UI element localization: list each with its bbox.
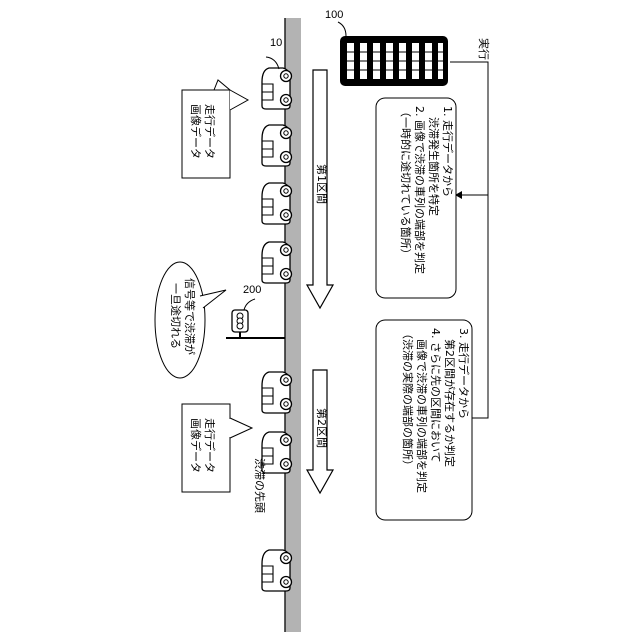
travel-data-top-line1: 走行データ [203, 104, 217, 159]
signal-bubble-line2: 一旦途切れる [169, 283, 183, 349]
vehicle-ref-label: 10 [270, 37, 282, 49]
jam-head-label: 渋滞の先頭 [253, 458, 266, 513]
vehicle-ref-leader [266, 57, 279, 69]
travel-data-top-line2: 画像データ [189, 104, 203, 159]
step2-line5: （渋滞の実際の端部の箇所） [401, 328, 415, 471]
step2-line2: 第2区間が存在するか判定 [443, 328, 457, 467]
signal-ref-leader [244, 299, 255, 310]
road [285, 18, 301, 632]
execute-label: 実行 [477, 38, 491, 60]
vehicle-icon [262, 125, 292, 166]
server-rack-icon [340, 36, 448, 86]
step1-line2: 渋滞発生箇所を特定 [427, 106, 441, 216]
signal-ref-label: 200 [243, 284, 261, 296]
travel-data-bottom-line2: 画像データ [189, 418, 203, 473]
vehicle-icon [262, 550, 292, 591]
vehicle-icon [262, 242, 292, 283]
traffic-signal-icon [226, 310, 285, 338]
step1-line1: 1. 走行データから [441, 106, 455, 197]
step2-line3: 4. さらに先の区間において [429, 328, 442, 463]
step1-line4: （一時的に途切れている箇所） [399, 106, 413, 260]
section2-label: 第2区間 [315, 408, 329, 448]
vehicle-icon [262, 183, 292, 224]
section1-label: 第1区間 [315, 164, 329, 204]
signal-bubble-line1: 信号等で渋滞が [183, 278, 197, 355]
step2-line1: 3. 走行データから [457, 328, 471, 419]
vehicle-icon [262, 68, 292, 109]
step2-line4: 画像で渋滞の車列の端部を判定 [415, 328, 429, 493]
server-ref-leader [338, 22, 346, 36]
server-ref-label: 100 [325, 9, 343, 21]
step1-line3: 2. 画像で渋滞の車列の端部を判定 [413, 106, 427, 274]
vehicle-icon [262, 372, 292, 413]
travel-data-bottom-line1: 走行データ [203, 418, 217, 473]
